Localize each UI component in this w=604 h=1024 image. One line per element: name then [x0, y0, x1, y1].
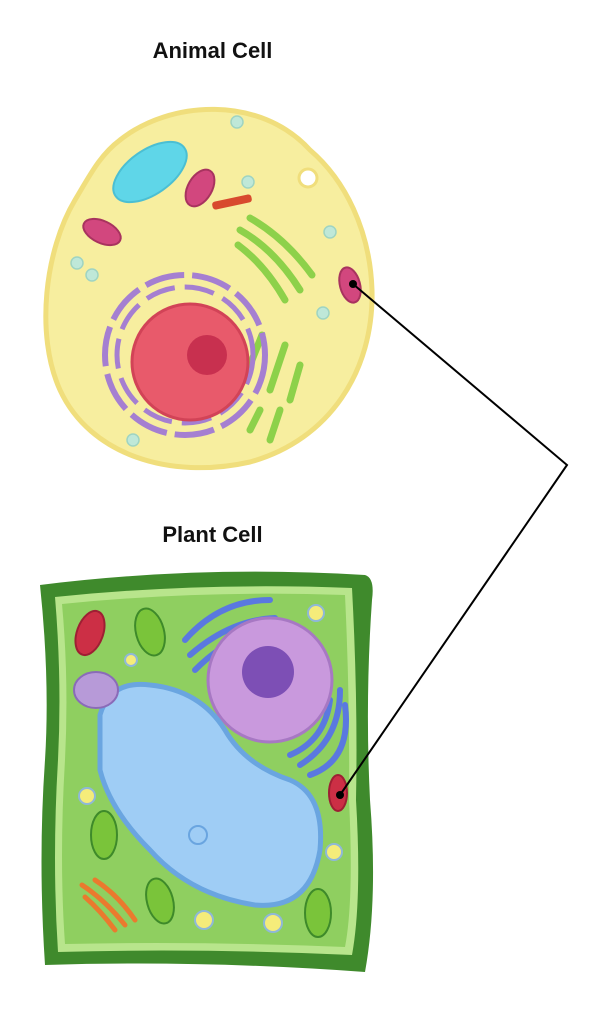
- vesicles: [70, 115, 337, 447]
- amyloplast: [73, 671, 119, 709]
- plant-mitochondrion: [74, 609, 106, 657]
- animal-mitochondrion: [82, 217, 122, 247]
- centrosome: [212, 194, 252, 210]
- connector-line: [339, 283, 569, 796]
- golgi-apparatus: [234, 214, 316, 444]
- endocytosis-notch: [297, 167, 319, 189]
- connector-dot-plant: [336, 791, 344, 799]
- rough-endoplasmic-reticulum: [102, 272, 268, 438]
- animal-nucleolus: [187, 335, 227, 375]
- plant-cell: [40, 571, 374, 972]
- vacuole-crystal: [188, 825, 208, 845]
- rough-endoplasmic-reticulum: [114, 284, 256, 426]
- plant-nucleolus: [242, 646, 294, 698]
- connector-dot-animal: [349, 280, 357, 288]
- animal-mitochondrion: [184, 168, 216, 208]
- plant-cell-title: Plant Cell: [162, 522, 263, 547]
- chloroplasts: [90, 607, 332, 938]
- central-vacuole: [97, 681, 324, 908]
- animal-vacuole: [112, 140, 188, 204]
- plant-golgi-apparatus: [79, 877, 138, 933]
- animal-cell-title: Animal Cell: [152, 38, 273, 63]
- animal-cell: [43, 106, 375, 471]
- plant-vesicles: [78, 604, 343, 933]
